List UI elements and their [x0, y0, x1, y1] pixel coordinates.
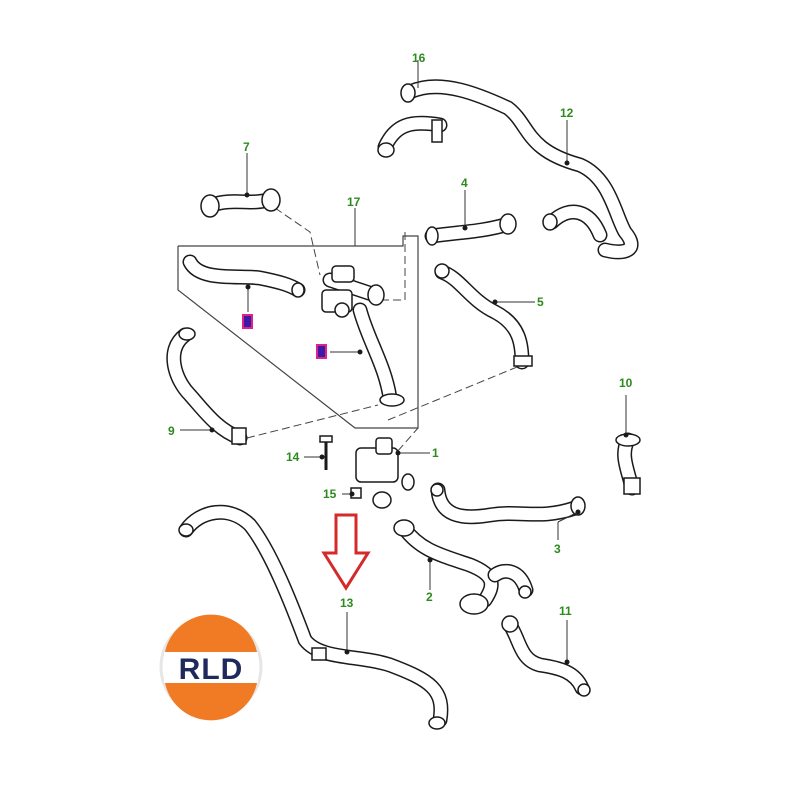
coolant-outlet-1: [355, 437, 415, 509]
logo-text: RLD: [179, 653, 244, 686]
hose-3: [430, 482, 586, 525]
callout-4: 4: [461, 176, 468, 190]
callout-17: 17: [347, 195, 361, 209]
hose-3-inner: [182, 254, 306, 298]
hose-11: [501, 615, 591, 697]
hose-10: [615, 432, 641, 496]
callout-labels: 16 12 7 4 17 5 10 9 1 14 15 3 2 13 11: [168, 51, 633, 618]
rld-logo: RLD: [159, 614, 263, 721]
callout-11: 11: [559, 604, 572, 618]
callout-10: 10: [619, 376, 633, 390]
bolt-14: [319, 435, 333, 470]
red-arrow: [321, 513, 371, 591]
callout-15: 15: [323, 487, 337, 501]
callout-14: 14: [286, 450, 300, 464]
hose-13: [178, 504, 449, 730]
thermostat-housing: [321, 265, 405, 407]
hose-7: [200, 188, 281, 218]
subassembly-box: [177, 208, 419, 429]
callout-16: 16: [412, 51, 426, 65]
callout-1: 1: [432, 446, 439, 460]
callout-3: 3: [554, 542, 561, 556]
callout-12: 12: [560, 106, 574, 120]
callout-2: 2: [426, 590, 433, 604]
hose-9: [166, 327, 248, 446]
hose-5: [434, 263, 533, 370]
callout-markers: [242, 314, 327, 359]
callout-5: 5: [537, 295, 544, 309]
hose-4: [424, 213, 517, 246]
callout-7: 7: [243, 140, 250, 154]
callout-9: 9: [168, 424, 175, 438]
leader-lines: [180, 120, 629, 665]
callout-13: 13: [340, 596, 354, 610]
hose-2: [393, 519, 534, 615]
